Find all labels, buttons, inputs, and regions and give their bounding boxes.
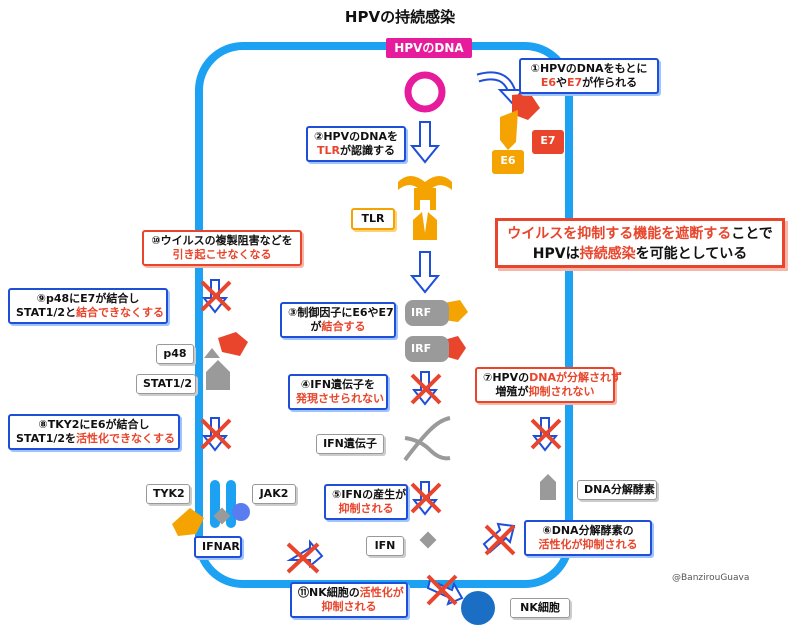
tlr-label: TLR: [351, 208, 395, 230]
ifnar-label: IFNAR: [194, 536, 242, 558]
step10-label: ⑩ウイルスの複製阻害などを 引き起こせなくなる: [142, 230, 302, 266]
step1-label: ①HPVのDNAをもとに E6やE7が作られる: [519, 58, 659, 94]
hpv-dna-label: HPVのDNA: [386, 38, 472, 58]
step6-label: ⑥DNA分解酵素の 活性化が抑制される: [524, 520, 652, 556]
nk-cell-icon: [461, 591, 495, 625]
e6-protein-icon: [500, 110, 518, 150]
blocked-arrow-icon: [530, 417, 562, 452]
tyk2-label: TYK2: [146, 484, 190, 504]
step7-label: ⑦HPVのDNAが分解されず 増殖が抑制されない: [475, 367, 622, 403]
e7-on-p48-icon: [218, 332, 248, 356]
stat-label: STAT1/2: [136, 374, 196, 394]
nk-cell-label: NK細胞: [510, 598, 570, 618]
jak2-label: JAK2: [252, 484, 296, 504]
blocked-arrow-icon: [482, 522, 516, 556]
step5-label: ⑤IFNの産生が 抑制される: [324, 484, 408, 520]
irf-block: IRF: [405, 336, 449, 362]
irf-block: IRF: [405, 300, 449, 326]
stat-icon: [206, 360, 230, 390]
step2-label: ②HPVのDNAを TLRが認識する: [306, 126, 406, 162]
step11-label: ⑪NK細胞の活性化が 抑制される: [290, 582, 408, 618]
blocked-arrow-icon: [426, 574, 464, 606]
diagram-title: HPVの持続感染: [344, 8, 456, 26]
e7-bound-icon: [444, 336, 466, 360]
dna-ring-icon: [404, 71, 446, 113]
e6-bound-icon: [444, 300, 468, 322]
blocked-arrow-icon: [200, 417, 232, 452]
ifn-label: IFN: [366, 536, 404, 556]
step9-label: ⑨p48にE7が結合し STAT1/2と結合できなくする: [8, 288, 168, 324]
p48-label: p48: [156, 344, 194, 364]
e6-box: [492, 150, 524, 174]
e7-box: [532, 130, 564, 154]
dna-helix-icon: [403, 416, 451, 462]
credit-text: @BanzirouGuava: [672, 573, 750, 583]
tlr-receptor-icon: [398, 176, 452, 200]
arrow-down-icon: [409, 121, 441, 164]
ifn-gene-label: IFN遺伝子: [316, 434, 384, 454]
arrow-down-icon: [409, 251, 441, 294]
blocked-arrow-icon: [410, 481, 442, 516]
e6-box-label: E6: [500, 154, 516, 167]
e7-protein-icon: [512, 93, 540, 120]
jak2-icon: [232, 503, 250, 521]
step3-label: ③制御因子にE6やE7 が結合する: [280, 302, 396, 338]
step8-label: ⑧TKY2にE6が結合し STAT1/2を活性化できなくする: [8, 414, 180, 450]
ifn-molecule-icon: [419, 531, 437, 549]
step4-label: ④IFN遺伝子を 発現させられない: [288, 374, 388, 410]
dnase-label: DNA分解酵素: [577, 480, 657, 500]
blocked-arrow-icon: [410, 371, 442, 406]
e7-box-label: E7: [540, 134, 556, 147]
dnase-icon: [540, 474, 556, 500]
main-message: ウイルスを抑制する機能を遮断することで HPVは持続感染を可能としている: [495, 218, 785, 268]
p48-icon: [204, 348, 220, 358]
blocked-arrow-icon: [286, 539, 324, 574]
blocked-arrow-icon: [200, 279, 232, 314]
e6-on-tyk2-icon: [172, 508, 204, 536]
